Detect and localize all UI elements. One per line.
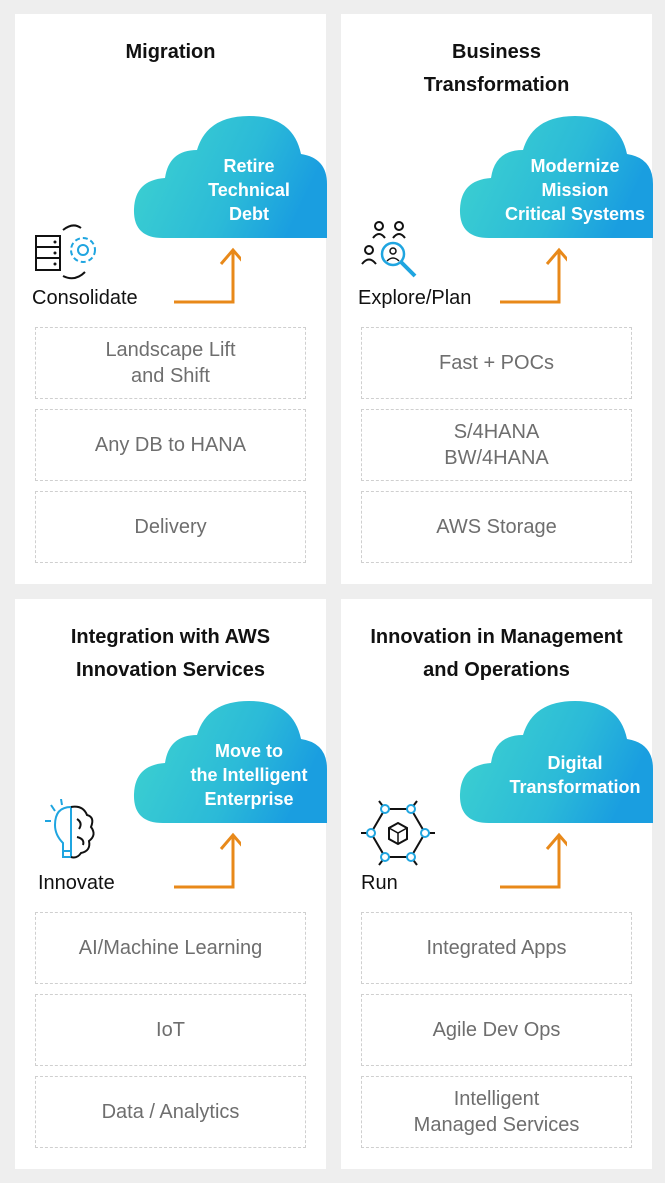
hexagon-network-icon [359,799,439,869]
card-title: Integration with AWS Innovation Services [70,626,271,681]
list-item: AWS Storage [361,491,632,563]
card-innovation-operations: Innovation in Management and Operations … [341,599,653,1169]
cloud-text: Modernize Mission Critical Systems [504,156,646,224]
server-gear-icon [33,214,113,284]
list-item: Integrated Apps [361,912,632,984]
card-title: Innovation in Management and Operations [370,626,623,681]
arrow-up-icon [500,832,567,889]
list-item: Delivery [35,491,306,563]
cloud-badge: Modernize Mission Critical Systems [459,114,653,240]
action-label: Explore/Plan [358,287,472,309]
people-search-icon [359,214,439,284]
list-item: Fast + POCs [361,327,632,399]
cloud-text: Retire Technical Debt [208,156,290,224]
list-item: Landscape Lift and Shift [35,327,306,399]
list-item: Data / Analytics [35,1076,306,1148]
brain-bulb-icon [33,798,113,869]
arrow-up-icon [500,247,567,304]
cloud-badge: Retire Technical Debt [133,114,327,240]
card-title: Business Transformation [423,41,570,96]
box-list: Integrated Apps Agile Dev Ops Intelligen… [361,912,632,1158]
box-list: Fast + POCs S/4HANA BW/4HANA AWS Storage [361,327,632,573]
box-list: AI/Machine Learning IoT Data / Analytics [35,912,306,1158]
cloud-text: Digital Transformation [509,753,641,797]
card-title: Migration [125,41,216,63]
list-item: S/4HANA BW/4HANA [361,409,632,481]
action-label: Consolidate [32,287,138,309]
list-item: Agile Dev Ops [361,994,632,1066]
action-label: Innovate [38,872,115,894]
box-list: Landscape Lift and Shift Any DB to HANA … [35,327,306,573]
cloud-badge: Move to the Intelligent Enterprise [133,699,327,825]
list-item: AI/Machine Learning [35,912,306,984]
cloud-badge: Digital Transformation [459,699,653,825]
action-label: Run [361,872,398,894]
list-item: IoT [35,994,306,1066]
list-item: Intelligent Managed Services [361,1076,632,1148]
arrow-up-icon [174,832,241,889]
list-item: Any DB to HANA [35,409,306,481]
cloud-text: Move to the Intelligent Enterprise [190,741,308,809]
arrow-up-icon [174,247,241,304]
card-migration: Migration Retire Technical Debt Consolid… [15,14,327,584]
card-integration: Integration with AWS Innovation Services… [15,599,327,1169]
card-business-transformation: Business Transformation Modernize Missio… [341,14,653,584]
